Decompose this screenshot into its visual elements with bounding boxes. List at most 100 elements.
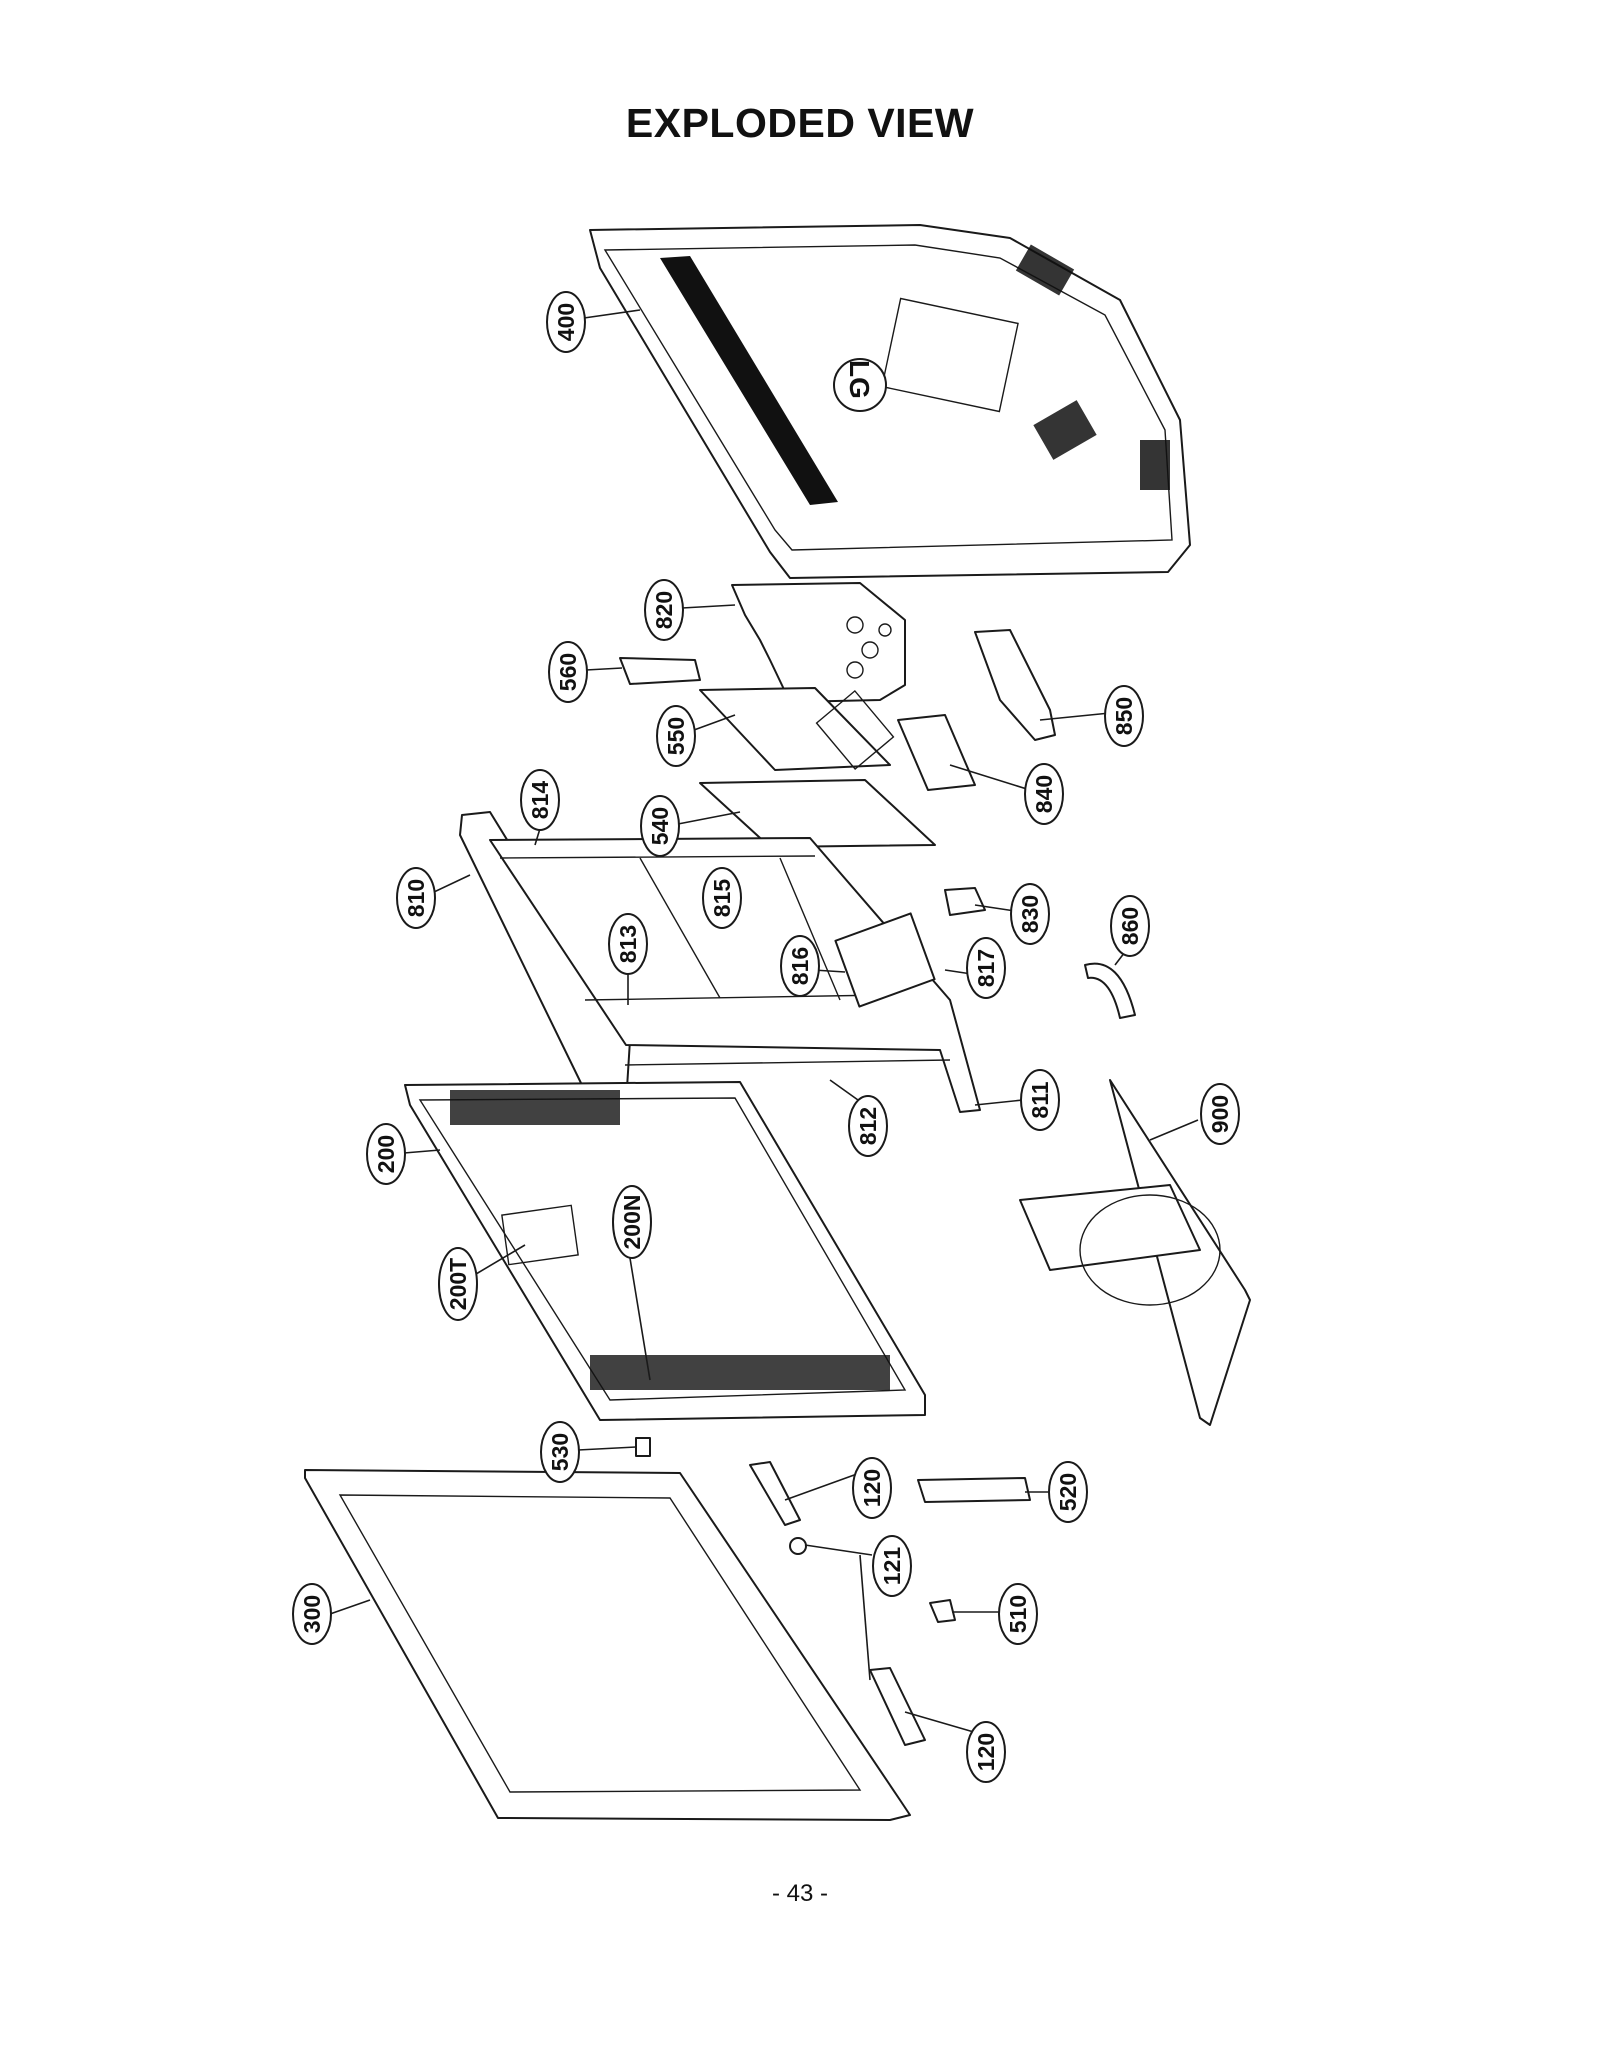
callout-510: 510 — [998, 1583, 1038, 1645]
callout-label: 520 — [1055, 1473, 1081, 1511]
callout-540: 540 — [640, 795, 680, 857]
callout-400: 400 — [546, 291, 586, 353]
callout-530: 530 — [540, 1421, 580, 1483]
callout-850: 850 — [1104, 685, 1144, 747]
small-board-510 — [929, 1599, 956, 1623]
rear-cover: LG — [589, 224, 1191, 579]
callout-bubble — [438, 1247, 478, 1321]
callout-label: 814 — [527, 781, 553, 820]
callout-bubble — [1020, 1069, 1060, 1131]
callout-900: 900 — [1200, 1083, 1240, 1145]
speaker-upper — [749, 1461, 801, 1526]
callout-label: 120 — [859, 1469, 885, 1507]
speaker-lower — [869, 1667, 926, 1746]
page-title: EXPLODED VIEW — [625, 100, 975, 146]
callout-label: 810 — [403, 879, 429, 917]
callout-200: 200 — [366, 1123, 406, 1185]
callout-bubble — [396, 867, 436, 929]
main-pcb — [699, 687, 895, 771]
lg-logo: LG — [844, 360, 875, 399]
callout-bubble — [548, 641, 588, 703]
lg-logo-icon — [833, 358, 887, 412]
power-pcb — [699, 779, 936, 848]
callout-120: 120 — [966, 1721, 1006, 1783]
callout-813: 813 — [608, 913, 648, 975]
callout-label: 860 — [1117, 907, 1143, 945]
callout-bubble — [608, 913, 648, 975]
callout-label: 550 — [663, 717, 689, 755]
callout-label: 815 — [709, 879, 735, 918]
callout-bubble — [1104, 685, 1144, 747]
callout-label: 811 — [1027, 1081, 1053, 1118]
callout-820: 820 — [644, 579, 684, 641]
front-bezel — [304, 1469, 911, 1821]
callout-200N: 200N — [612, 1185, 652, 1259]
callout-bubble — [702, 867, 742, 929]
callout-120: 120 — [852, 1457, 892, 1519]
small-board — [897, 714, 976, 791]
callout-bubble — [852, 1457, 892, 1519]
callout-bubble — [546, 291, 586, 353]
callout-bubble — [540, 1421, 580, 1483]
callout-label: 840 — [1031, 775, 1057, 813]
callout-bubble — [848, 1095, 888, 1157]
callout-814: 814 — [520, 769, 560, 831]
callout-830: 830 — [1010, 883, 1050, 945]
callout-560: 560 — [548, 641, 588, 703]
callout-812: 812 — [848, 1095, 888, 1157]
callout-bubble — [872, 1535, 912, 1597]
ir-bracket — [619, 657, 701, 685]
callouts: 400 820 560 550 850 840 814 540 810 815 830 860 813 8… — [292, 291, 1240, 1783]
callout-label: 400 — [553, 303, 579, 341]
callout-label: 812 — [855, 1107, 881, 1145]
callout-label: 830 — [1017, 895, 1043, 933]
callout-bubble — [1024, 763, 1064, 825]
callout-810: 810 — [396, 867, 436, 929]
callout-550: 550 — [656, 705, 696, 767]
callout-bubble — [1048, 1461, 1088, 1523]
callout-bubble — [644, 579, 684, 641]
callout-bubble — [640, 795, 680, 857]
callout-label: 816 — [787, 947, 813, 985]
callout-label: 530 — [547, 1433, 573, 1471]
callout-bubble — [966, 1721, 1006, 1783]
callout-label: 120 — [973, 1733, 999, 1771]
callout-bubble — [520, 769, 560, 831]
callout-label: 121 — [879, 1547, 905, 1586]
callout-bubble — [612, 1185, 652, 1259]
main-board-shield — [731, 582, 906, 703]
callout-121: 121 — [872, 1535, 912, 1597]
callout-860: 860 — [1110, 895, 1150, 957]
callout-bubble — [1110, 895, 1150, 957]
side-cover — [974, 629, 1056, 741]
callout-label: 813 — [615, 925, 641, 963]
callout-label: 200T — [445, 1258, 471, 1310]
callout-300: 300 — [292, 1583, 332, 1645]
callout-label: 900 — [1207, 1095, 1233, 1133]
callout-label: 510 — [1005, 1595, 1031, 1633]
callout-bubble — [998, 1583, 1038, 1645]
callout-bubble — [656, 705, 696, 767]
cable-clip — [1084, 962, 1136, 1019]
speaker-bracket — [789, 1537, 871, 1681]
callout-bubble — [966, 937, 1006, 999]
callout-bubble — [366, 1123, 406, 1185]
small-part-530 — [635, 1437, 651, 1457]
control-key-board — [917, 1477, 1031, 1503]
callout-bubble — [1200, 1083, 1240, 1145]
callout-label: 540 — [647, 807, 673, 845]
callout-815: 815 — [702, 867, 742, 929]
callout-840: 840 — [1024, 763, 1064, 825]
callout-label: 820 — [651, 591, 677, 629]
callout-label: 560 — [555, 653, 581, 691]
chassis-frame — [459, 811, 986, 1123]
callout-label: 817 — [973, 949, 999, 987]
page-number: - 43 - — [771, 1880, 828, 1907]
callout-816: 816 — [780, 935, 820, 997]
callout-520: 520 — [1048, 1461, 1088, 1523]
callout-label: 850 — [1111, 697, 1137, 735]
callout-bubble — [1010, 883, 1050, 945]
callout-817: 817 — [966, 937, 1006, 999]
callout-811: 811 — [1020, 1069, 1060, 1131]
